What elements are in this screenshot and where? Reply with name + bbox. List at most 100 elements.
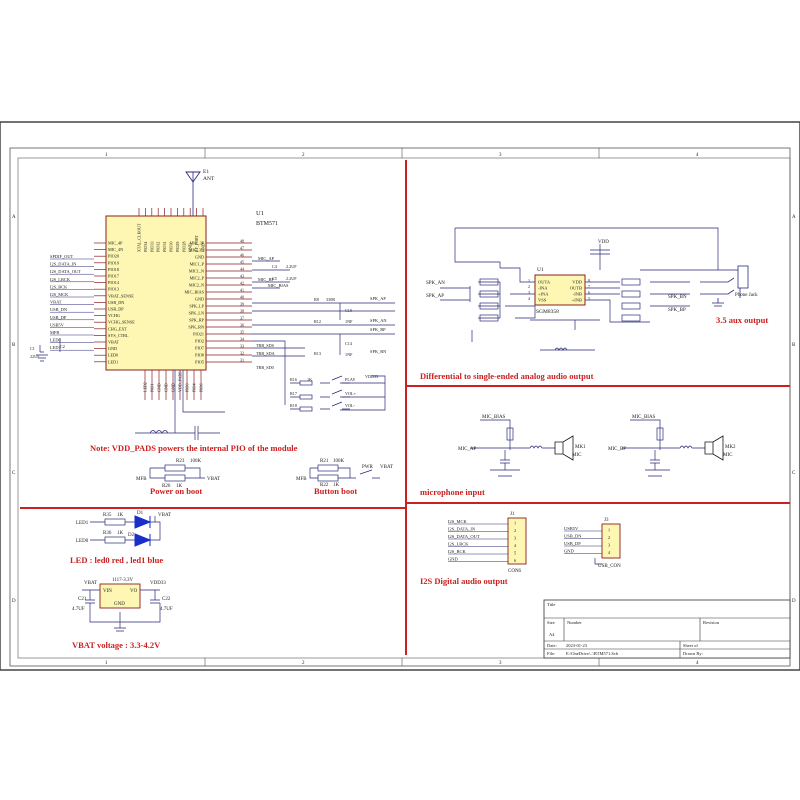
frame-row-left: C [12,471,16,476]
module-right-pin-number: 47 [240,246,244,251]
tb-drawn-label: Drawn By: [683,651,703,656]
ldo-body [99,583,141,609]
module-left-net: LED1 [50,345,61,350]
usb-con-pin: 3 [608,543,610,548]
heading-aux: 3.5 aux output [716,315,768,325]
module-top-pin: PIO33 [149,242,154,252]
module-right-pin: GND [195,255,204,260]
i2s-con-net: I2S_DATA_IN [448,527,476,532]
amp-left-pin: OUTA [538,280,551,285]
ldo-c1: C21 [78,597,87,602]
module-right-pin: SPK_LN [189,311,204,316]
power-on-r2: R26 [162,484,171,489]
module-left-pin: CHG_EXT [108,326,128,331]
section-dividers [20,160,790,655]
module-left-pin: LED1 [108,359,118,364]
module-right-pin: PIO5 [195,360,204,365]
button-v2: 1K [333,483,340,488]
module-right-net: MIC_AP [258,256,275,261]
module-right-pin-number: 35 [240,330,244,335]
mic-right-net: MIC_BP [608,447,626,452]
heading-mic: microphone input [420,487,485,497]
module-right-pin: PIO7 [195,346,204,351]
ldo-vin: VIN [103,589,112,594]
module-right-pin: PIO2 [195,339,204,344]
module-bottom-pin: GND [171,383,176,392]
module-right-pin: MIC_BIAS [184,290,204,295]
module-misc-label: C5 [272,276,277,281]
module-right-net: SPK_AP [370,296,386,301]
module-misc-label: 1NF [345,352,353,357]
module-buttons [299,375,350,412]
module-left-nets: SPDIF_OUTI2S_DATA_INI2S_DATA_OUTI2S_LRCK… [50,254,94,351]
amp-in-net-2: SPK_AP [426,294,444,299]
usb-con-wire [594,558,602,565]
module-right-pin-number: 44 [240,267,244,272]
ldo-part: 1117-3.3V [112,578,134,583]
usb-con-part: USB_CON [598,564,621,569]
tb-size-label: Size [547,620,555,625]
amp-right-pin: OUTB [570,286,582,291]
module-bottom-pin: PIO4 [192,384,197,392]
frame-row-right: A [792,215,796,220]
usb-con-pin: 1 [608,528,610,533]
module-left-net: VBAT [50,300,62,305]
module-left-pin: PIO20 [108,254,119,259]
button-r1: R21 [320,459,329,464]
phone-jack-label: Phone Jack [735,293,758,298]
heading-i2s: I2S Digital audio output [420,576,508,586]
power-on-mfb: MFB [136,477,147,482]
module-left-pin: SYS_CTRL [108,333,129,338]
amp-out-net-1: SPK_BN [668,295,687,300]
module-right-nets: MIC_APMIC_BPMIC_BIASSPK_APSPK_ANSPK_BPSP… [258,256,387,354]
module-left-pin: LED0 [108,353,118,358]
module-left-net: I2S_LRCK [50,277,71,282]
frame-row-left: A [12,215,16,220]
module-left-pin: PIO18 [108,267,119,272]
module-left-pin: USB_DN [108,300,124,305]
power-on-v2: 1K [176,484,183,489]
amp-left-pin-number: 3 [528,290,530,295]
frame-col-top: 2 [302,153,305,158]
usb-con-body [601,523,621,559]
module-misc-label: 2.2UF [286,276,297,281]
module-right-pin: SPK_RP [189,318,205,323]
module-bottom-pin: GND [164,383,169,392]
module-body [105,215,207,371]
i2s-con-pin: 5 [514,551,516,556]
i2s-con-pin: 1 [514,521,516,526]
frame-row-right: B [792,343,796,348]
module-right-pin: MIC_3P [190,241,205,246]
mic-bias-right: MIC_BIAS [632,415,656,420]
module-right-pin-number: 46 [240,253,244,258]
module-top-pin: PIO29 [175,242,180,252]
module-bottom-wires [36,338,225,440]
usb-con-net: USB_DP [564,541,581,546]
module-misc-label: C14 [345,341,353,346]
amp-part: SGM8358 [536,309,559,315]
tb-date: 2023-01-23 [566,643,588,648]
module-misc-label: TRB_SDS [256,343,275,348]
ldo-vo: VO [130,589,138,594]
heading-vbat: VBAT voltage : 3.3-4.2V [72,640,161,650]
module-misc-label: 330R [326,297,335,302]
i2s-con-ref: J1 [510,512,515,517]
module-right-pin-number: 45 [240,260,244,265]
module-left-net: I2S_MCK [50,292,69,297]
i2s-con-net: I2S_MCK [448,519,468,524]
amp-left-pin: +INA [538,292,549,297]
tb-number-label: Number [567,620,582,625]
frame-inner [17,157,791,659]
led-vbat: VBAT [158,513,171,518]
frame-row-left: B [12,343,16,348]
module-part: BTM571 [256,221,278,227]
power-on-boot: R23 100K R26 1K MFB VBAT [136,459,220,489]
amp-out-net-2: SPK_BP [668,308,686,313]
module-bottom-pin: VDD_PADS [178,371,183,392]
usb-con-net: USB_DN [564,534,582,539]
amp-vdd: VDD [598,240,609,245]
